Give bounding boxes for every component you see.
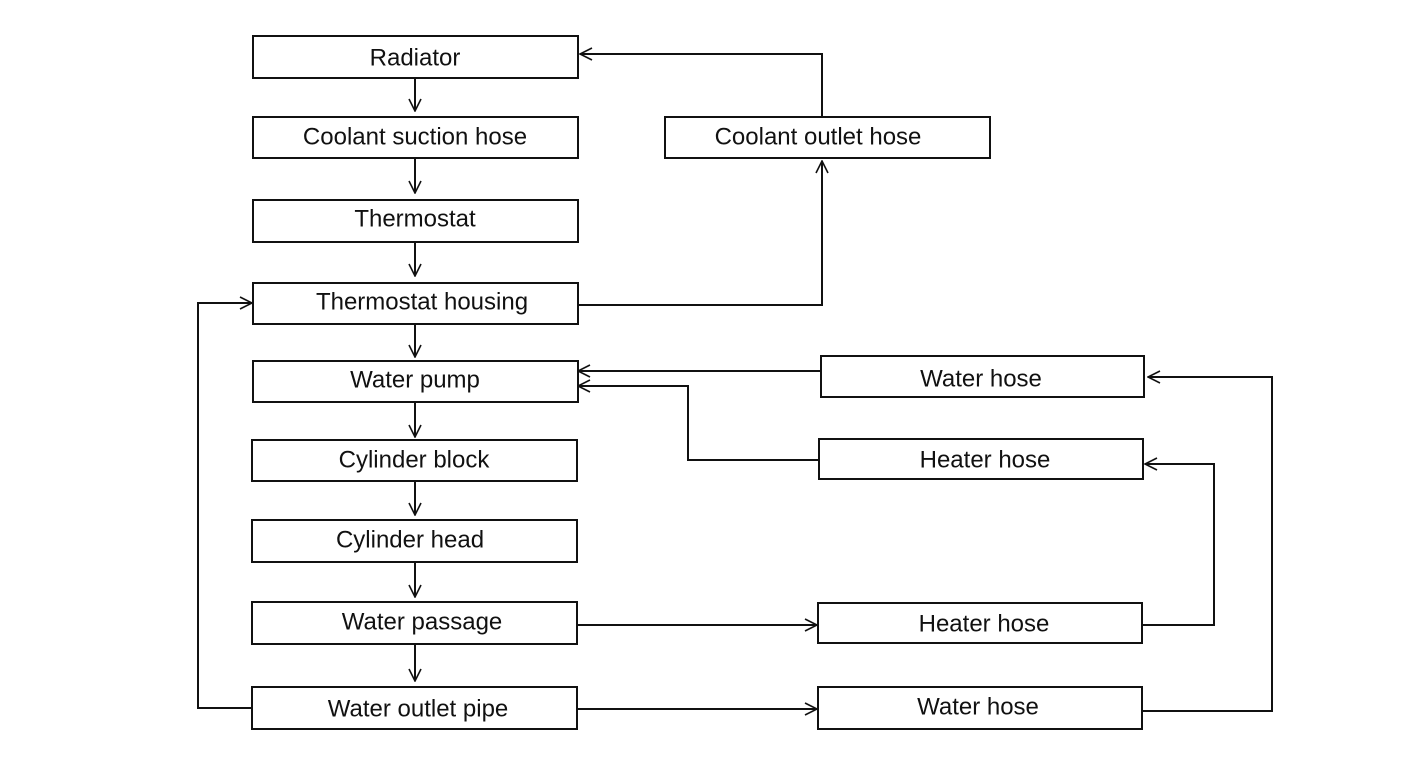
node-label: Heater hose: [919, 610, 1050, 637]
node-water-passage: Water passage: [251, 601, 578, 645]
node-label: Water passage: [342, 608, 503, 635]
node-coolant-outlet-hose: Coolant outlet hose: [664, 116, 991, 159]
node-thermostat: Thermostat: [252, 199, 579, 243]
node-label: Water hose: [920, 365, 1042, 392]
edge-coolant-outlet-hose-to-radiator: [580, 54, 823, 116]
node-water-pump: Water pump: [252, 360, 579, 403]
node-label: Coolant suction hose: [303, 123, 527, 150]
node-coolant-suction-hose: Coolant suction hose: [252, 116, 579, 159]
edge-heater-hose-upper-to-water-pump: [578, 386, 818, 461]
node-label: Cylinder block: [339, 446, 491, 473]
node-cylinder-head: Cylinder head: [251, 519, 578, 563]
node-label: Coolant outlet hose: [715, 123, 922, 150]
edge-thermostat-housing-to-coolant-outlet-hose: [578, 161, 822, 306]
node-label: Radiator: [370, 44, 461, 71]
node-label: Water pump: [350, 366, 480, 393]
node-label: Thermostat housing: [316, 288, 528, 315]
node-thermostat-housing: Thermostat housing: [252, 282, 579, 325]
edge-heater-hose-lower-to-heater-hose-upper: [1143, 464, 1215, 626]
node-label: Cylinder head: [336, 526, 484, 553]
node-water-hose-upper: Water hose: [820, 355, 1145, 398]
node-heater-hose-lower: Heater hose: [817, 602, 1143, 644]
node-cylinder-block: Cylinder block: [251, 439, 578, 482]
flow-connectors: [197, 54, 1273, 712]
node-heater-hose-upper: Heater hose: [818, 438, 1144, 480]
node-label: Heater hose: [920, 446, 1051, 473]
edge-water-outlet-pipe-to-thermostat-housing: [197, 303, 252, 709]
node-water-outlet-pipe: Water outlet pipe: [251, 686, 578, 730]
node-water-hose-lower: Water hose: [817, 686, 1143, 730]
node-radiator: Radiator: [252, 35, 579, 79]
node-label: Water outlet pipe: [328, 695, 509, 722]
edge-water-hose-lower-to-water-hose-upper: [1143, 377, 1273, 712]
node-label: Thermostat: [354, 205, 476, 232]
node-label: Water hose: [917, 693, 1039, 720]
